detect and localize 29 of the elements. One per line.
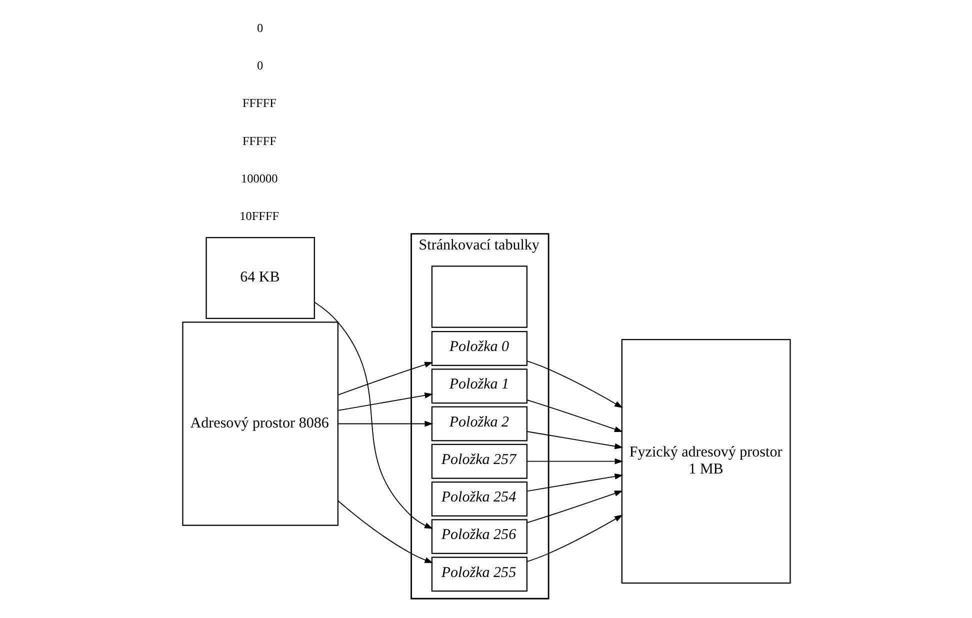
node-box: Adresový prostor 8086 bbox=[182, 322, 338, 526]
node-box: Položka 2 bbox=[430, 406, 527, 442]
node-box: Položka 1 bbox=[430, 368, 527, 404]
node-box bbox=[430, 266, 527, 328]
arrow bbox=[526, 514, 622, 562]
arrow bbox=[526, 458, 623, 464]
arrow bbox=[337, 420, 433, 427]
label: FFFFF bbox=[242, 134, 276, 148]
label: 100000 bbox=[240, 171, 278, 186]
arrow bbox=[526, 360, 622, 408]
node-box: Položka 257 bbox=[430, 444, 527, 479]
arrow bbox=[337, 392, 433, 411]
arrow bbox=[526, 474, 623, 492]
node-box: 64 KB bbox=[205, 236, 314, 319]
arrow bbox=[314, 302, 433, 529]
label: 10FFFF bbox=[239, 209, 279, 224]
node-box: Položka 254 bbox=[430, 481, 527, 516]
arrow bbox=[337, 362, 433, 396]
arrow bbox=[337, 500, 433, 564]
node-box: Položka 256 bbox=[430, 519, 527, 554]
node-box: Položka 255 bbox=[430, 556, 527, 592]
label: FFFFF bbox=[242, 96, 276, 110]
label: 0 bbox=[256, 20, 263, 35]
label: 0 bbox=[256, 58, 263, 73]
arrow bbox=[526, 490, 622, 524]
arrow bbox=[526, 431, 623, 450]
node-box: Položka 0 bbox=[430, 331, 527, 366]
arrow bbox=[526, 400, 622, 432]
node-box: Fyzický adresový prostor 1 MB bbox=[620, 339, 790, 584]
